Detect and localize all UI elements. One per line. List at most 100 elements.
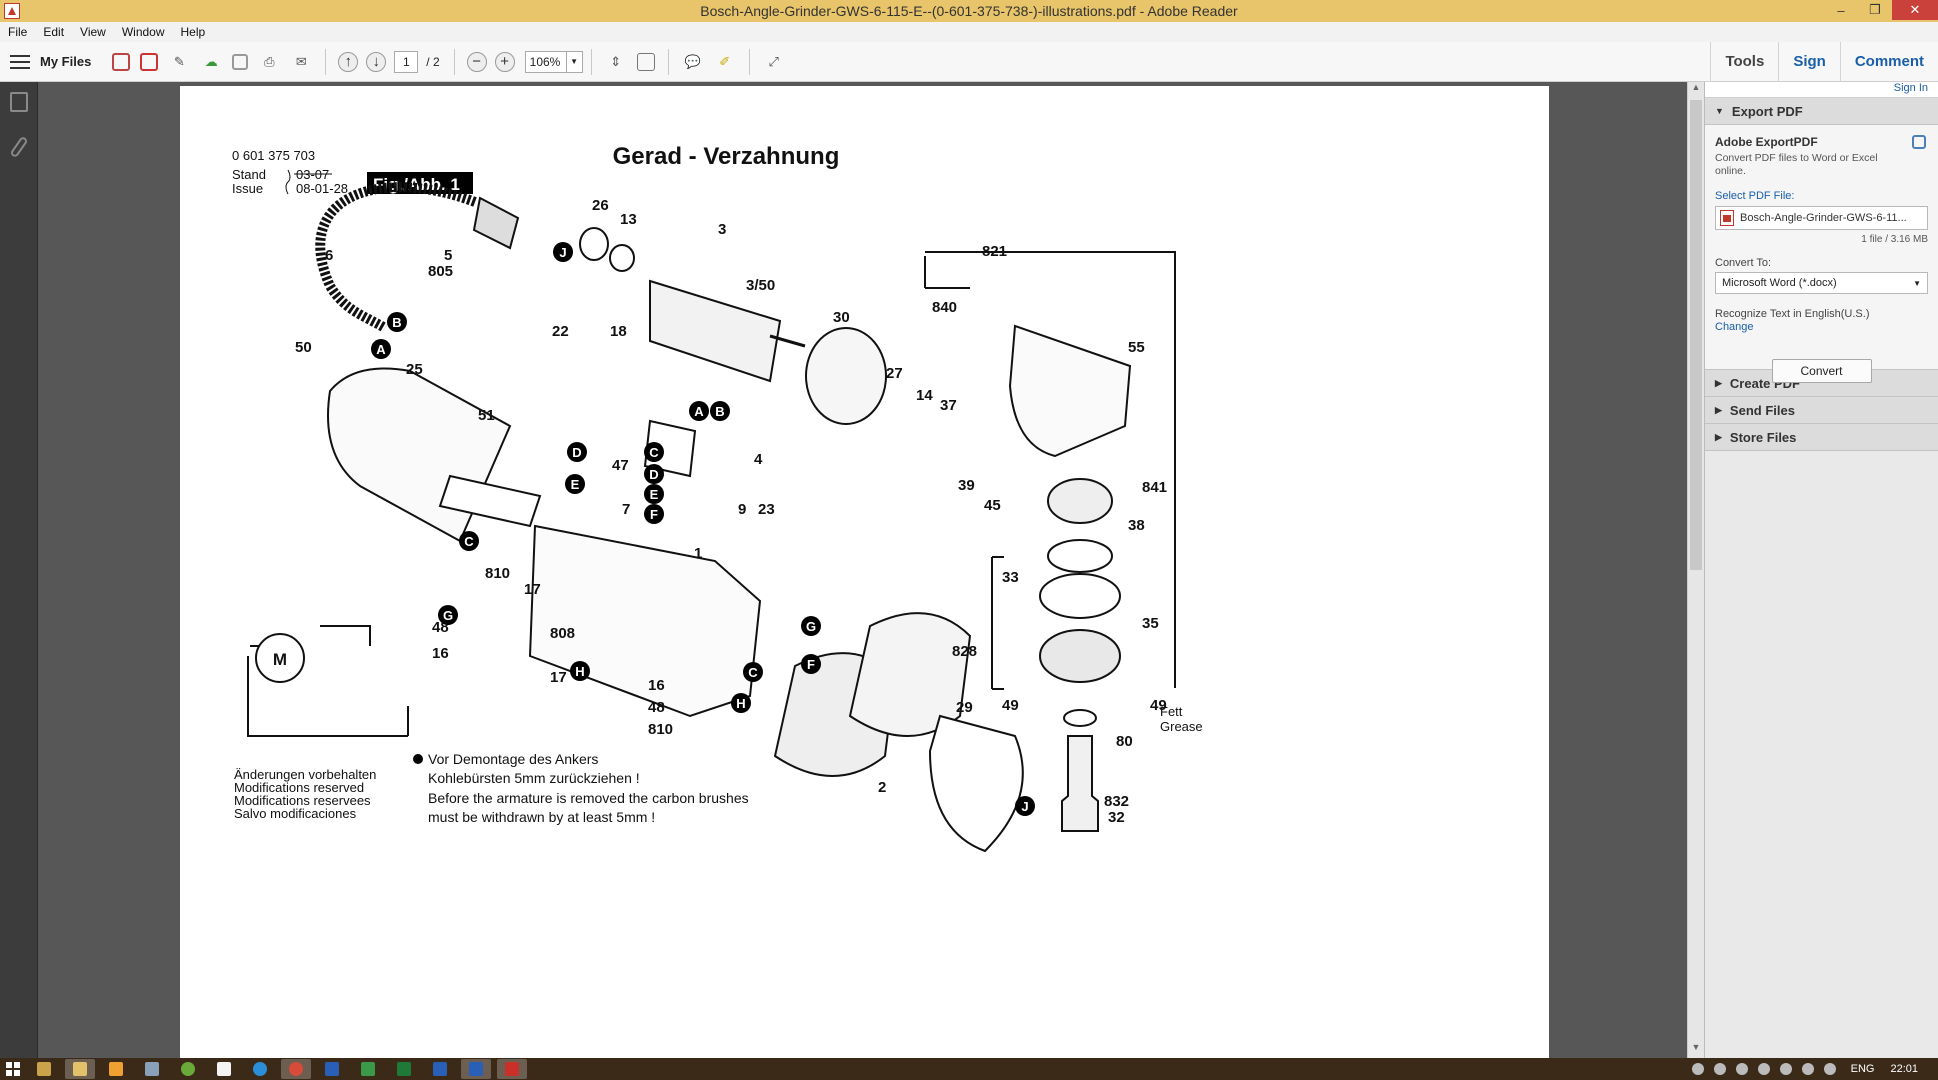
input-language[interactable]: ENG — [1850, 1063, 1875, 1075]
callout: B — [710, 401, 730, 421]
fit-width-icon[interactable]: ⇕ — [610, 53, 622, 69]
plug — [472, 196, 520, 250]
create-pdf-icon[interactable] — [112, 52, 131, 71]
tray-volume-icon[interactable] — [1823, 1063, 1836, 1075]
expand-icon[interactable]: ⤢ — [768, 53, 779, 69]
taskbar-excel-icon[interactable] — [389, 1059, 419, 1079]
document-viewport: 0 601 375 703 Stand 03-07 Issue 08-01-28… — [38, 82, 1687, 1058]
zoom-out-icon[interactable]: − — [466, 51, 487, 72]
note-de-line2: Kohlebürsten 5mm zurückziehen ! — [428, 770, 640, 786]
sign-in-link[interactable]: Sign In — [1705, 82, 1938, 98]
change-language-link[interactable]: Change — [1715, 321, 1754, 333]
stand-label: Stand — [232, 167, 266, 182]
menu-window[interactable]: Window — [121, 25, 165, 39]
cloud-upload-icon[interactable]: ☁ — [204, 53, 218, 69]
minimize-button[interactable]: – — [1837, 2, 1845, 18]
collapsed-triangle-icon: ▶ — [1715, 431, 1722, 442]
pen-icon[interactable]: ✎ — [173, 53, 185, 69]
edit-pdf-icon[interactable] — [140, 52, 159, 71]
taskbar-explorer-icon[interactable] — [29, 1059, 59, 1079]
fit-page-icon[interactable] — [636, 52, 655, 71]
taskbar-app-icon[interactable] — [173, 1059, 203, 1079]
previous-page-icon[interactable]: ↑ — [338, 51, 359, 72]
zoom-in-icon[interactable]: + — [494, 51, 515, 72]
part-label: 29 — [956, 699, 973, 716]
taskbar-network-icon[interactable] — [137, 1059, 167, 1079]
scroll-up-icon[interactable]: ▲ — [1691, 82, 1701, 92]
part-label: 23 — [758, 501, 775, 518]
tray-network-icon[interactable] — [1801, 1063, 1814, 1075]
menu-file[interactable]: File — [8, 25, 28, 39]
zoom-dropdown-icon[interactable]: ▼ — [566, 50, 583, 73]
title-bar: Bosch-Angle-Grinder-GWS-6-115-E--(0-601-… — [0, 0, 1938, 22]
page-thumbnails-icon[interactable] — [9, 92, 28, 112]
print-icon[interactable]: ⎙ — [264, 53, 275, 69]
windows-start-icon[interactable] — [0, 1058, 26, 1080]
part-label: 810 — [485, 565, 510, 582]
convert-button[interactable]: Convert — [1771, 359, 1872, 383]
taskbar-app-icon[interactable] — [353, 1059, 383, 1079]
comment-tab[interactable]: Comment — [1839, 42, 1938, 82]
part-label: 26 — [592, 197, 609, 214]
email-icon[interactable]: ✉ — [295, 53, 307, 69]
menu-help[interactable]: Help — [180, 25, 206, 39]
tray-icon[interactable] — [1691, 1063, 1704, 1075]
save-icon[interactable] — [232, 53, 249, 70]
tray-flag-icon[interactable] — [1779, 1063, 1792, 1075]
zoom-input[interactable]: 106% — [524, 50, 567, 73]
restore-button[interactable]: ❐ — [1869, 2, 1881, 17]
callout: C — [743, 662, 763, 682]
sticky-note-icon[interactable]: 💬 — [684, 53, 701, 69]
tray-icon[interactable] — [1757, 1063, 1770, 1075]
part-label: 840 — [932, 299, 957, 316]
part-label: 49 — [1002, 697, 1019, 714]
taskbar-folder-icon[interactable] — [65, 1059, 95, 1079]
tools-tab[interactable]: Tools — [1710, 42, 1778, 82]
taskbar-app-icon[interactable] — [317, 1059, 347, 1079]
scrollbar-thumb[interactable] — [1690, 100, 1702, 570]
part-label: 16 — [432, 645, 449, 662]
tray-icon[interactable] — [1735, 1063, 1748, 1075]
part-label: 49 — [1150, 697, 1167, 714]
expanded-triangle-icon: ▼ — [1715, 106, 1724, 116]
close-button[interactable]: ✕ — [1892, 0, 1938, 20]
taskbar-document-icon[interactable] — [209, 1059, 239, 1079]
clock[interactable]: 22:01 — [1890, 1063, 1918, 1075]
export-pdf-header[interactable]: ▼Export PDF — [1705, 98, 1938, 125]
part-label: 35 — [1142, 615, 1159, 632]
vertical-scrollbar[interactable]: ▲ ▼ — [1687, 82, 1704, 1058]
tools-pane: Sign In ▼Export PDF Adobe ExportPDF Conv… — [1704, 82, 1938, 1058]
taskbar-adobe-reader-icon[interactable] — [497, 1059, 527, 1079]
tray-icon[interactable] — [1713, 1063, 1726, 1075]
taskbar-word-icon[interactable] — [425, 1059, 455, 1079]
page-number-input[interactable]: 1 — [394, 50, 419, 73]
select-file-link[interactable]: Select PDF File: — [1715, 190, 1795, 202]
store-files-header[interactable]: ▶Store Files — [1705, 424, 1938, 451]
menu-view[interactable]: View — [80, 25, 106, 39]
taskbar-media-icon[interactable] — [101, 1059, 131, 1079]
diagram-title: Gerad - Verzahnung — [613, 143, 840, 170]
taskbar-ie-icon[interactable] — [245, 1059, 275, 1079]
taskbar-chrome-icon[interactable] — [281, 1059, 311, 1079]
callout: C — [644, 442, 664, 462]
part-label: 22 — [552, 323, 569, 340]
svg-text:D: D — [572, 445, 581, 460]
sign-tab[interactable]: Sign — [1778, 42, 1840, 82]
next-page-icon[interactable]: ↓ — [366, 51, 387, 72]
attachments-icon[interactable] — [8, 135, 29, 159]
callout: C — [459, 531, 479, 551]
svg-text:F: F — [650, 507, 658, 522]
taskbar-app-icon[interactable] — [461, 1059, 491, 1079]
convert-to-select[interactable]: Microsoft Word (*.docx) ▼ — [1715, 272, 1928, 294]
settings-icon[interactable] — [1912, 135, 1926, 149]
pdf-file-icon — [1720, 210, 1734, 226]
hamburger-menu-icon[interactable] — [10, 54, 30, 69]
selected-file-field[interactable]: Bosch-Angle-Grinder-GWS-6-11... — [1715, 206, 1928, 230]
my-files-button[interactable]: My Files — [40, 54, 92, 69]
svg-text:C: C — [748, 665, 758, 680]
send-files-header[interactable]: ▶Send Files — [1705, 397, 1938, 424]
scroll-down-icon[interactable]: ▼ — [1691, 1042, 1701, 1052]
callout: B — [387, 312, 407, 332]
highlight-icon[interactable]: ✐ — [719, 53, 731, 69]
menu-edit[interactable]: Edit — [43, 25, 65, 39]
